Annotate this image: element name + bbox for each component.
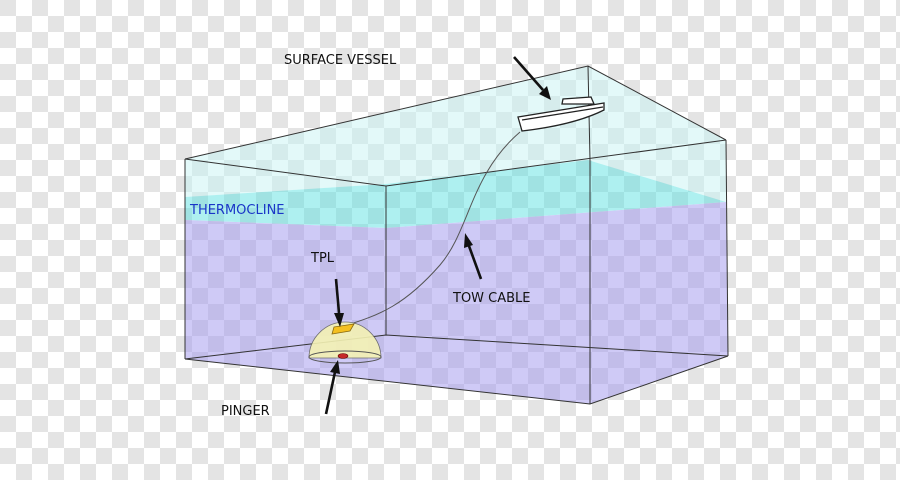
edge-top-back: [184, 65, 727, 160]
water-tank: [185, 66, 728, 404]
arrow-tpl: [334, 278, 341, 314]
label-pinger: PINGER: [221, 404, 270, 419]
edge-right-vertical: [725, 139, 729, 357]
arrow-surface-vessel: [513, 56, 544, 91]
arrowhead-tow-cable: [464, 233, 473, 248]
label-surface-vessel: SURFACE VESSEL: [284, 53, 397, 68]
edge-front-bottom: [184, 355, 729, 405]
water-upper-right: [185, 140, 726, 202]
water-top-face: [185, 66, 726, 186]
edge-top-front: [184, 139, 727, 187]
arrowhead-tpl: [334, 313, 344, 327]
label-thermocline: THERMOCLINE: [190, 203, 285, 218]
pointer-arrows: [324, 56, 551, 415]
thermocline-layer: [185, 160, 726, 228]
pinger-body: [337, 353, 349, 359]
tpl-dome: [308, 321, 382, 364]
tpl-body: [331, 323, 355, 335]
tow-cable-line: [343, 131, 521, 327]
arrow-tow-cable: [467, 245, 483, 280]
arrowhead-surface-vessel: [539, 86, 551, 100]
arrow-pinger: [324, 371, 337, 415]
arrowhead-pinger: [330, 360, 340, 374]
surface-vessel-icon: [517, 96, 605, 132]
label-tow-cable: TOW CABLE: [453, 291, 531, 306]
label-tpl: TPL: [311, 251, 335, 266]
